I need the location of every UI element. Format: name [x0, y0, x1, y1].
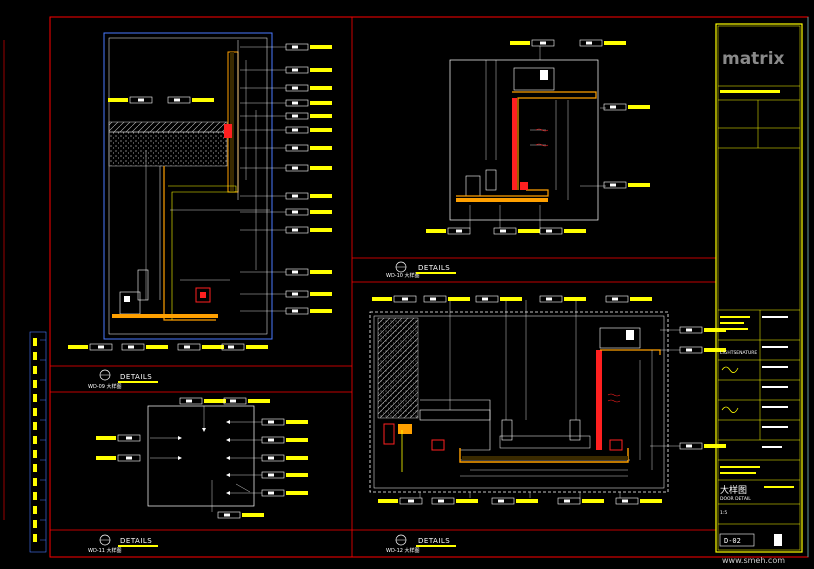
detail-1-tags [67, 43, 333, 351]
detail-3-drawing [147, 405, 262, 512]
drawing-number: D-02 [724, 537, 741, 545]
viewport-dividers [50, 17, 716, 557]
detail-3-label: DETAILS WD-11 大样图 [88, 534, 158, 554]
detail-1-subtitle: WD-09 大样图 [88, 383, 122, 390]
drawing-scale: 1:5 [720, 510, 727, 516]
detail-3-subtitle: WD-11 大样图 [88, 547, 122, 554]
detail-4-drawing [369, 300, 680, 498]
detail-2-subtitle: WD-10 大样图 [386, 272, 420, 279]
client-name: LIGHTSENATURE [720, 350, 757, 356]
drawing-title-cn: 大样图 [720, 484, 747, 496]
margin-ruler [3, 40, 47, 553]
detail-4-title: DETAILS [418, 537, 450, 545]
detail-2-tags [425, 39, 651, 235]
detail-3-title: DETAILS [120, 537, 152, 545]
detail-1-title: DETAILS [120, 373, 152, 381]
detail-1-drawing [103, 32, 286, 340]
detail-4-label: DETAILS WD-12 大样图 [386, 534, 456, 554]
detail-4-subtitle: WD-12 大样图 [386, 547, 420, 554]
detail-2-label: DETAILS WD-10 大样图 [386, 261, 456, 279]
company-logo: matrix [722, 49, 785, 69]
watermark: www.smeh.com [722, 556, 785, 565]
detail-3-tags [95, 397, 309, 519]
detail-2-title: DETAILS [418, 264, 450, 272]
detail-1-label: DETAILS WD-09 大样图 [88, 369, 158, 390]
detail-2-drawing [449, 46, 606, 228]
drawing-title-en: DOOR DETAIL [720, 496, 751, 502]
title-block: matrix LIGHTSENATURE [715, 23, 803, 553]
